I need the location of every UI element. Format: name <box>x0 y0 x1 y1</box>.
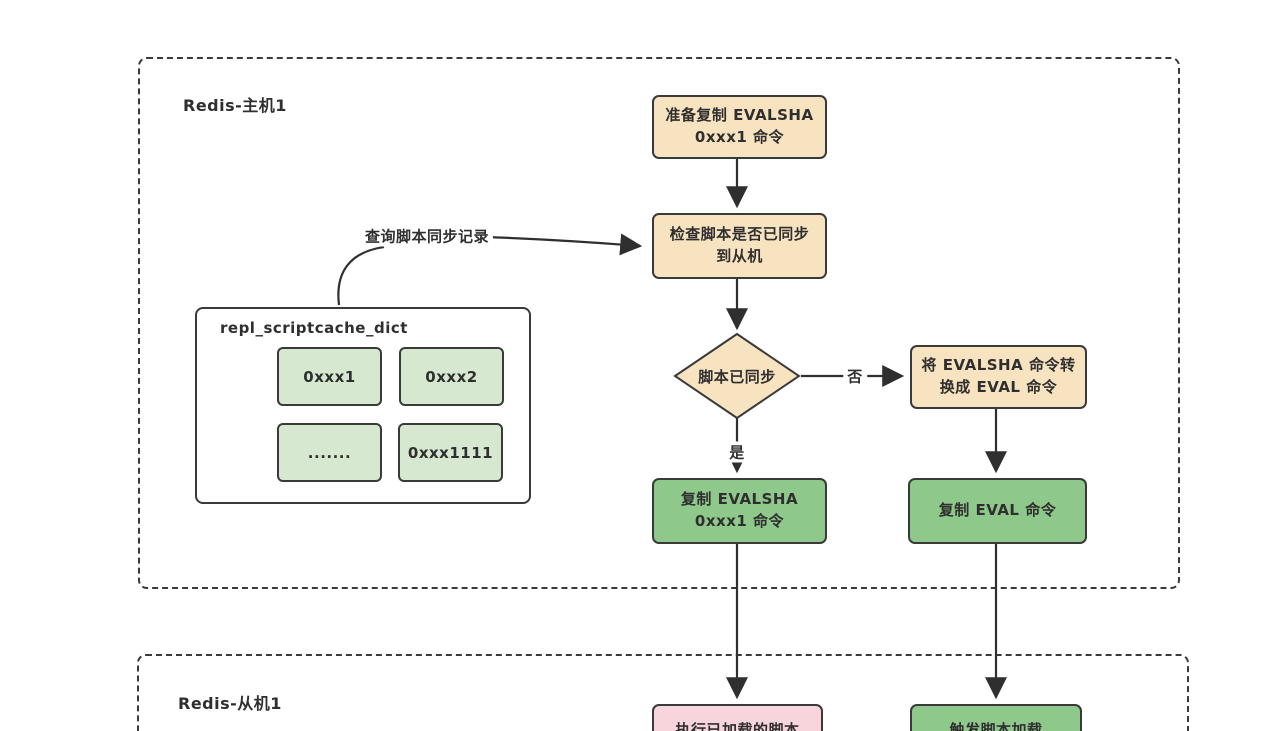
node-convert-to-eval: 将 EVALSHA 命令转 换成 EVAL 命令 <box>910 345 1087 409</box>
master-section-label: Redis-主机1 <box>183 96 287 115</box>
node-replicate-eval: 复制 EVAL 命令 <box>908 478 1087 544</box>
edge-label-yes: 是 <box>725 441 749 463</box>
node-prepare-replicate: 准备复制 EVALSHA 0xxx1 命令 <box>652 95 827 159</box>
slave-section-border <box>137 654 1189 731</box>
script-cache-dict-title: repl_scriptcache_dict <box>220 319 408 337</box>
cache-entry-ellipsis: ....... <box>277 423 382 482</box>
node-slave-execute-script: 执行已加载的脚本 <box>652 704 823 731</box>
node-check-synced: 检查脚本是否已同步 到从机 <box>652 213 827 279</box>
node-replicate-evalsha: 复制 EVALSHA 0xxx1 命令 <box>652 478 827 544</box>
edge-label-query-sync-record: 查询脚本同步记录 <box>360 225 494 247</box>
edge-label-no: 否 <box>843 365 867 387</box>
node-decision-script-synced: 脚本已同步 <box>698 367 776 386</box>
cache-entry-0xxx1111: 0xxx1111 <box>398 423 503 482</box>
cache-entry-0xxx1: 0xxx1 <box>277 347 382 406</box>
cache-entry-0xxx2: 0xxx2 <box>399 347 504 406</box>
master-section-border <box>138 57 1180 589</box>
node-slave-trigger-load: 触发脚本加载 <box>910 704 1082 731</box>
slave-section-label: Redis-从机1 <box>178 694 282 713</box>
